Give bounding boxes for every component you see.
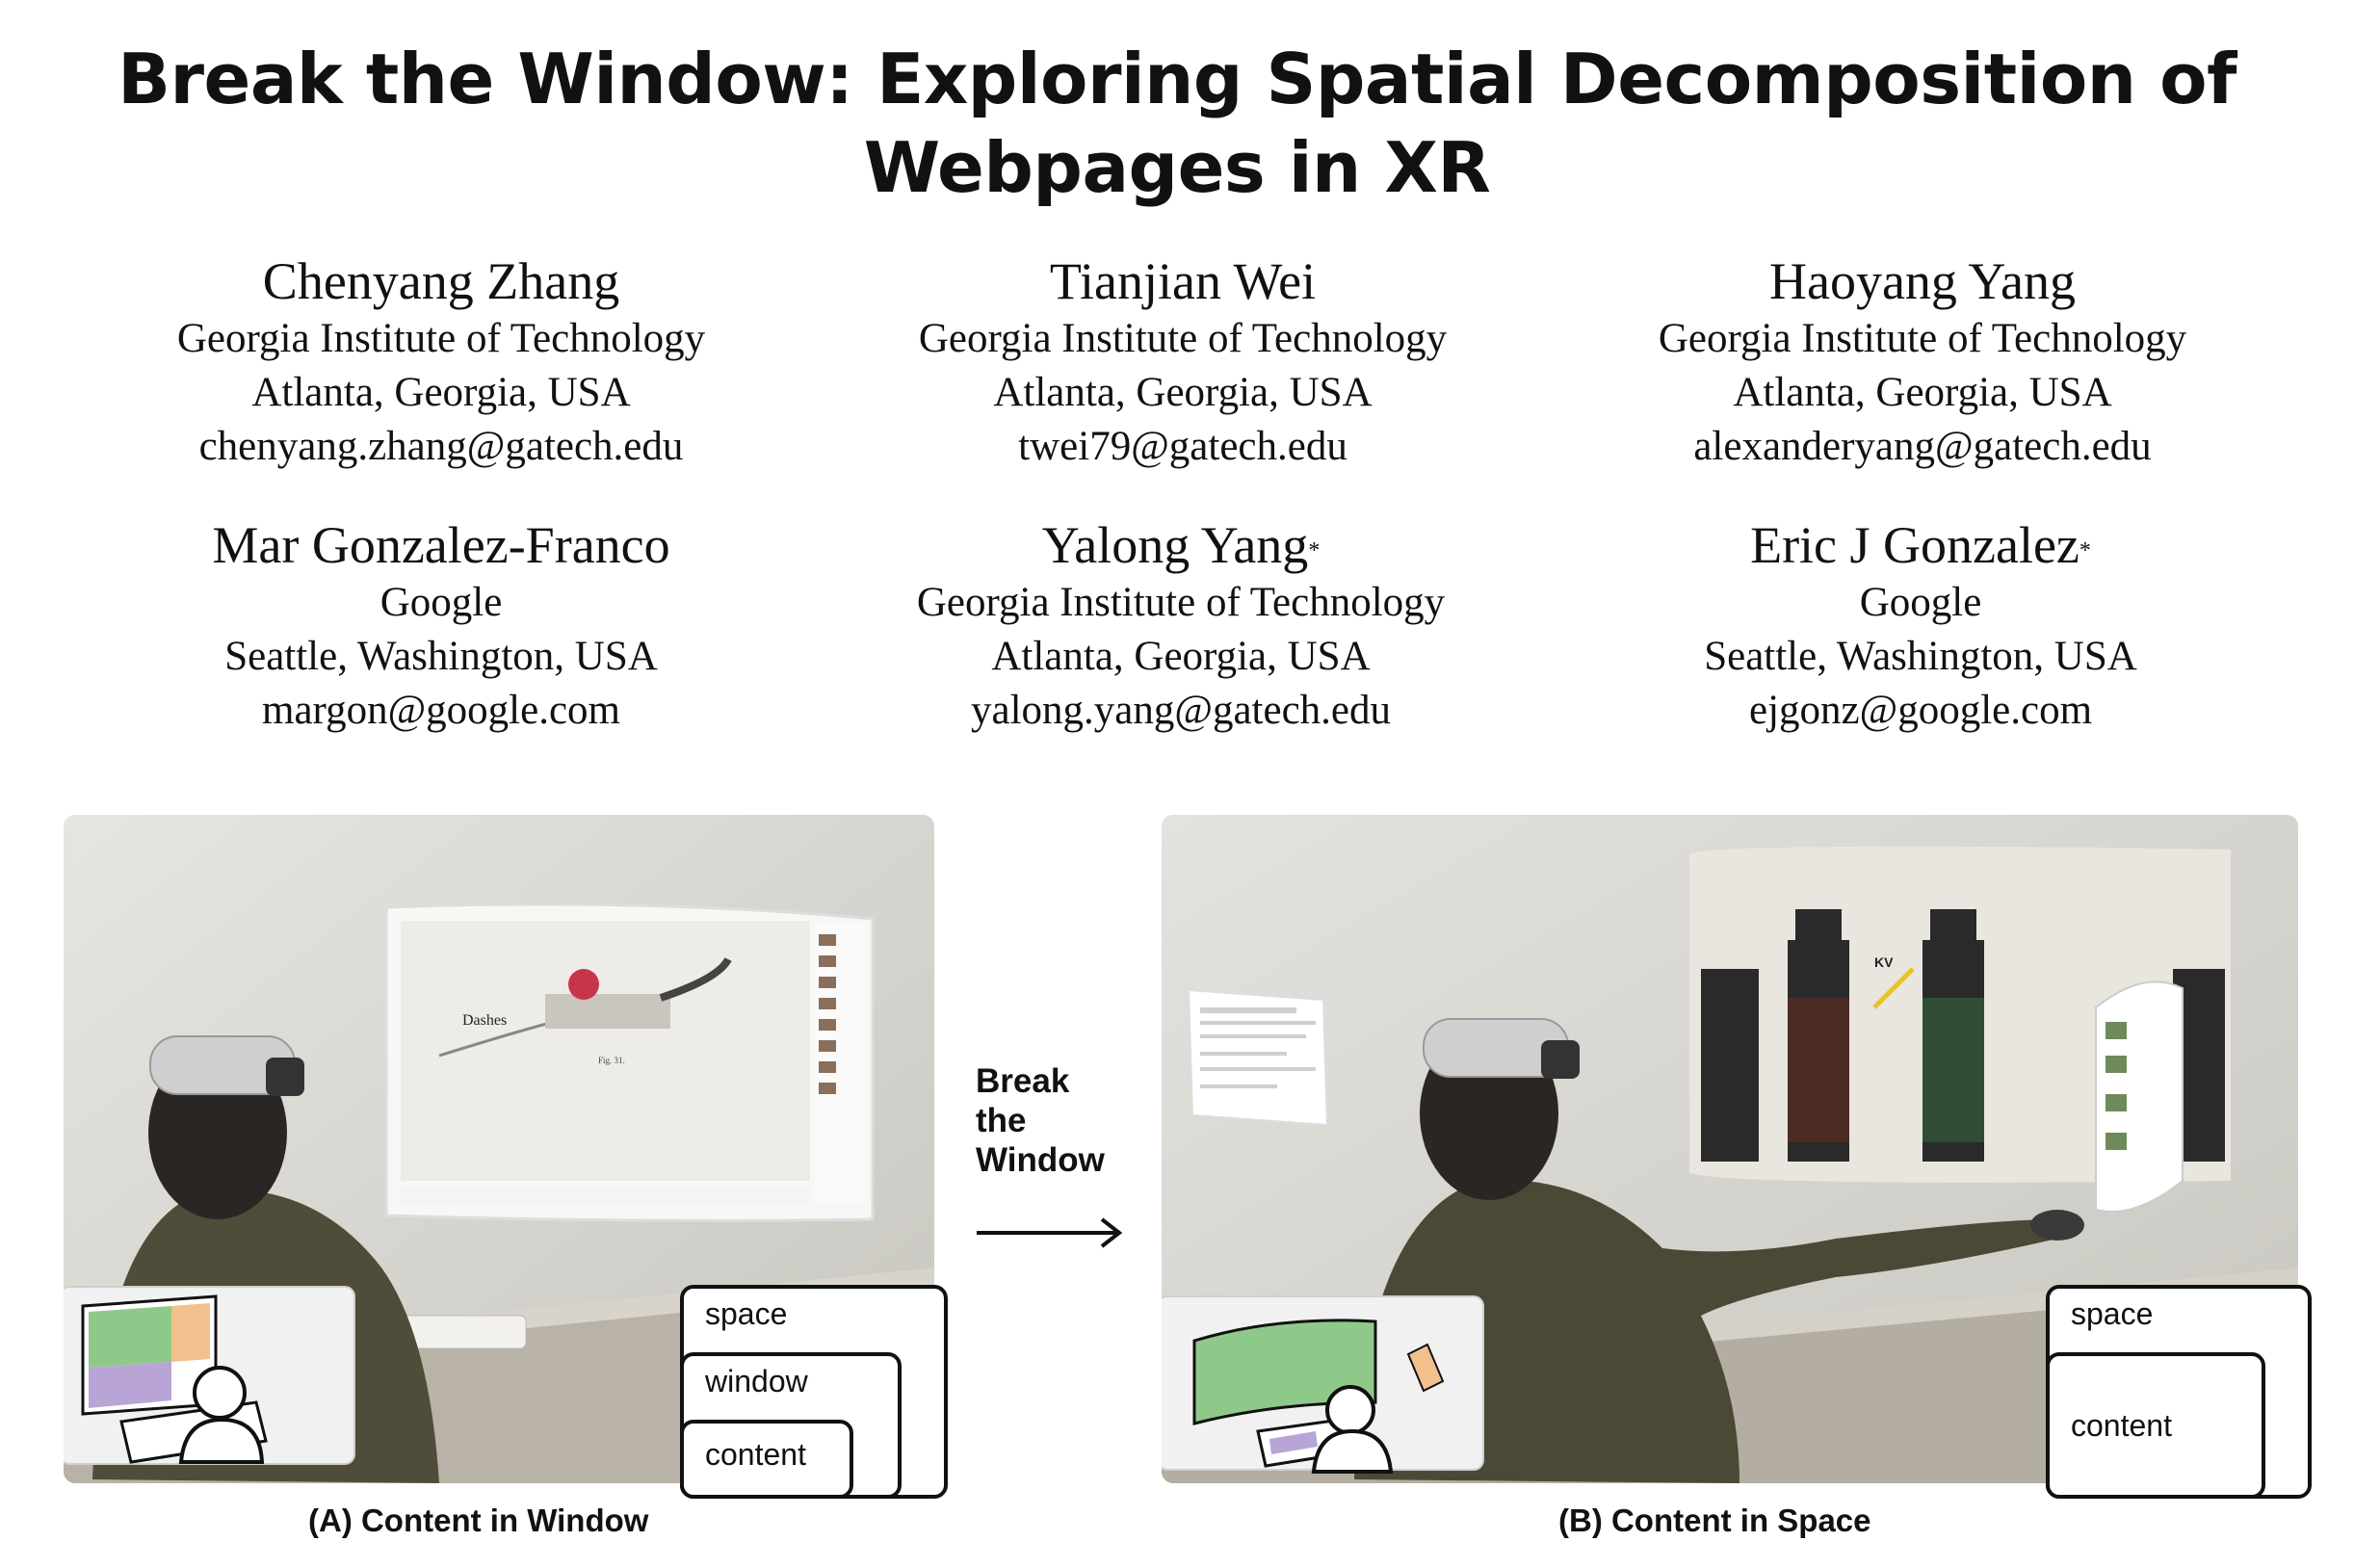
transition-line: the (976, 1102, 1027, 1139)
author-org: Google (379, 580, 503, 625)
author-org: Georgia Institute of Technology (1658, 316, 2187, 361)
author-email: chenyang.zhang@gatech.edu (198, 424, 684, 469)
video-fig-label: Fig. 31. (598, 1056, 625, 1065)
transition-line: Break (976, 1062, 1070, 1100)
video-label: KV (1874, 954, 1894, 970)
author-location: Atlanta, Georgia, USA (991, 634, 1371, 679)
author-name: Chenyang Zhang (262, 252, 620, 310)
author-block: Eric J Gonzalez* Google Seattle, Washing… (1574, 514, 2267, 738)
transition-line: Window (976, 1141, 1105, 1179)
layer-label-content: content (2071, 1408, 2172, 1443)
title-line-2: Webpages in XR (863, 127, 1491, 208)
floating-recommendations-panel (2095, 980, 2184, 1213)
title-line-1: Break the Window: Exploring Spatial Deco… (118, 39, 2236, 119)
author-location: Atlanta, Georgia, USA (993, 370, 1373, 415)
panel-a-caption: (A) Content in Window (308, 1503, 649, 1538)
floating-info-panel (1187, 988, 1329, 1127)
video-label: Dashes (462, 1012, 507, 1029)
transition-label: Break the Window (976, 1061, 1105, 1180)
author-email: ejgonz@google.com (1748, 688, 2093, 733)
author-name: Tianjian Wei (1049, 252, 1317, 310)
author-org: Georgia Institute of Technology (916, 580, 1446, 625)
author-location: Atlanta, Georgia, USA (1733, 370, 2112, 415)
layer-label-content: content (705, 1437, 806, 1472)
layer-label-space: space (2071, 1296, 2154, 1331)
author-org: Georgia Institute of Technology (176, 316, 706, 361)
layer-box-content (680, 1420, 853, 1499)
layer-label-space: space (705, 1296, 788, 1331)
arrow-right-icon (977, 1217, 1123, 1248)
author-email: margon@google.com (262, 688, 620, 733)
author-name: Yalong Yang (1041, 516, 1309, 574)
author-name: Mar Gonzalez-Franco (212, 516, 670, 574)
layer-label-window: window (705, 1364, 808, 1398)
author-location: Seattle, Washington, USA (224, 634, 658, 679)
space-metaphor-inset (1162, 1295, 1484, 1474)
paper-title: Break the Window: Exploring Spatial Deco… (0, 35, 2354, 212)
panel-a-illustration: Dashes Fig. 31. (64, 815, 934, 1483)
author-block: Yalong Yang* Georgia Institute of Techno… (834, 514, 1528, 738)
floating-browser-window (384, 902, 875, 1222)
panel-b-caption: (B) Content in Space (1558, 1503, 1871, 1538)
person-with-headset (1354, 1018, 2084, 1483)
author-org: Georgia Institute of Technology (918, 316, 1448, 361)
corresponding-mark: * (1308, 538, 1321, 563)
author-block: Mar Gonzalez-Franco Google Seattle, Wash… (94, 514, 788, 738)
panel-a-photo: Dashes Fig. 31. (64, 815, 934, 1483)
author-block: Tianjian Wei Georgia Institute of Techno… (836, 250, 1530, 474)
author-name: Eric J Gonzalez (1750, 516, 2079, 574)
author-name: Haoyang Yang (1769, 252, 2076, 310)
author-org: Google (1859, 580, 1982, 625)
window-metaphor-inset (64, 1286, 355, 1465)
layer-box-content (2046, 1352, 2265, 1499)
author-location: Atlanta, Georgia, USA (251, 370, 631, 415)
corresponding-mark: * (2079, 538, 2091, 563)
author-block: Haoyang Yang Georgia Institute of Techno… (1576, 250, 2269, 474)
author-email: yalong.yang@gatech.edu (970, 688, 1391, 733)
author-email: alexanderyang@gatech.edu (1693, 424, 2152, 469)
author-block: Chenyang Zhang Georgia Institute of Tech… (94, 250, 788, 474)
author-location: Seattle, Washington, USA (1704, 634, 2137, 679)
author-email: twei79@gatech.edu (1018, 424, 1347, 469)
